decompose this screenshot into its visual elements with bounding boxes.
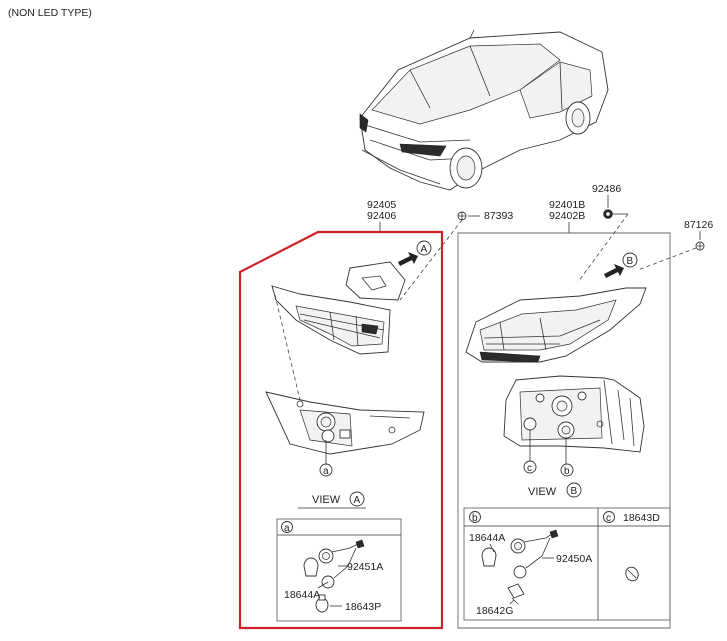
svg-text:b: b (564, 466, 570, 477)
right-part-number-1: 92401B (549, 199, 585, 211)
right-part-number-2: 92402B (549, 210, 585, 222)
view-b-letter: B (571, 486, 578, 497)
detail-box-b: b 18644A 92450A 18642G (463, 507, 599, 621)
svg-text:B: B (627, 256, 634, 267)
view-a-callout: A (398, 240, 432, 266)
inner-tail-lamp (271, 285, 391, 355)
car-illustration (359, 29, 609, 191)
diagram-title: (NON LED TYPE) (8, 7, 92, 19)
screw-part-number: 87126 (684, 219, 713, 231)
right-lamp-group: 92401B 92402B 92486 87126 B (457, 183, 713, 629)
grommet-part-number: 92486 (592, 183, 621, 195)
view-b-label: VIEW (528, 486, 557, 498)
detail-b-part-3: 18642G (476, 605, 513, 617)
view-b-callout: B (604, 252, 638, 278)
detail-b-part-1: 18644A (469, 532, 505, 544)
view-a-label: VIEW (312, 494, 341, 506)
right-group-frame (457, 232, 671, 629)
detail-box-c: c 18643D (597, 507, 671, 621)
lamp-gasket (345, 261, 406, 301)
socket-b-callout: b (560, 463, 574, 477)
grommet-icon (603, 209, 613, 219)
fastener-icon (457, 211, 467, 221)
svg-text:c: c (527, 463, 532, 474)
detail-box-c-tag: c (606, 513, 611, 524)
outer-lamp-rear-view (503, 375, 645, 453)
inner-lamp-rear-view (265, 391, 425, 455)
detail-box-a: a 92451A 18644A 18643P (276, 518, 402, 622)
socket-c-callout: c (523, 460, 537, 474)
fastener-part-number: 87393 (484, 210, 513, 222)
detail-a-part-3: 18643P (345, 601, 381, 613)
detail-box-b-tag: b (472, 513, 478, 524)
left-part-number-1: 92405 (367, 199, 396, 211)
left-group-highlight-frame (238, 230, 444, 630)
svg-text:a: a (323, 466, 329, 477)
detail-box-a-tag: a (284, 523, 290, 534)
detail-c-part-1: 18643D (623, 512, 660, 524)
left-part-number-2: 92406 (367, 210, 396, 222)
svg-text:A: A (421, 244, 428, 255)
detail-b-part-2: 92450A (556, 553, 592, 565)
view-a-letter: A (354, 495, 361, 506)
screw-icon (695, 241, 705, 251)
detail-a-part-2: 18644A (284, 589, 320, 601)
outer-tail-lamp (465, 287, 647, 363)
detail-a-part-1: 92451A (347, 561, 383, 573)
left-lamp-group: 92405 92406 87393 A (238, 199, 513, 630)
socket-a-callout: a (319, 463, 333, 477)
